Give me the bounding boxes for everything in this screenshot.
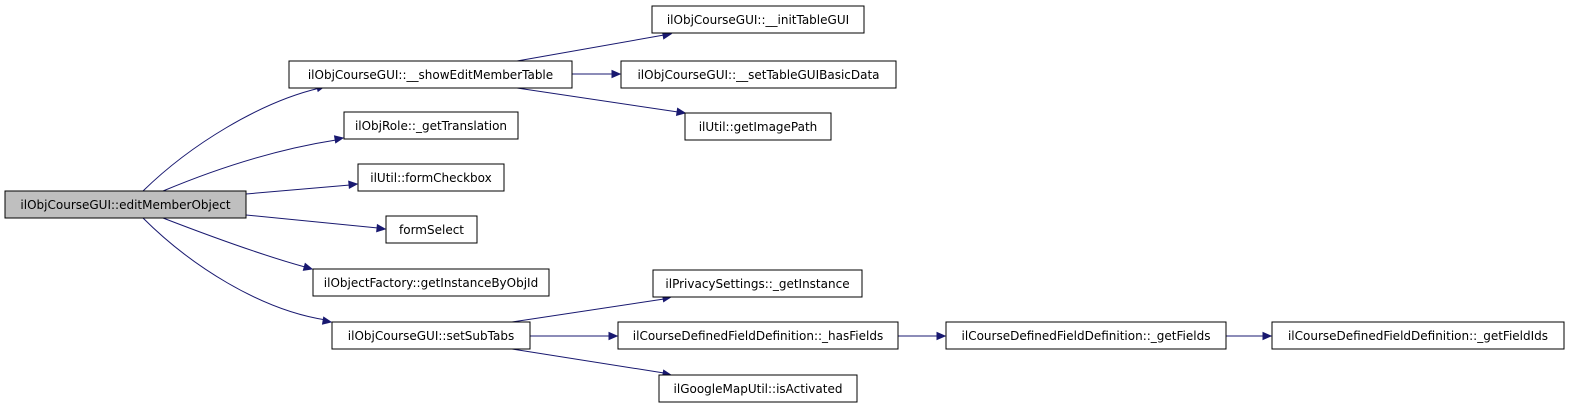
edge-edit-member-object-to-form-select [245, 214, 387, 233]
edge-show-edit-member-table-to-init-table-gui [516, 31, 673, 62]
node-label: ilObjCourseGUI::__showEditMemberTable [308, 68, 553, 82]
node-has-fields[interactable]: ilCourseDefinedFieldDefinition::_hasFiel… [617, 321, 899, 350]
arrowhead [302, 262, 314, 271]
node-get-translation[interactable]: ilObjRole::_getTranslation [343, 111, 519, 140]
node-label: ilObjectFactory::getInstanceByObjId [324, 276, 538, 290]
node-label: ilObjCourseGUI::setSubTabs [348, 329, 514, 343]
arrowhead [936, 331, 947, 341]
arrowhead [675, 107, 687, 116]
edge-set-sub-tabs-to-privacy-get-instance [511, 294, 673, 323]
edge-edit-member-object-to-set-sub-tabs [142, 217, 333, 325]
arrowhead [376, 223, 387, 233]
edges-layer [142, 31, 1273, 378]
edge-edit-member-object-to-form-checkbox [245, 180, 359, 195]
node-form-select[interactable]: formSelect [385, 215, 478, 244]
node-init-table-gui[interactable]: ilObjCourseGUI::__initTableGUI [651, 5, 865, 34]
node-label: ilObjCourseGUI::__setTableGUIBasicData [637, 68, 879, 82]
arrowhead [333, 135, 345, 144]
node-show-edit-member-table[interactable]: ilObjCourseGUI::__showEditMemberTable [288, 60, 573, 89]
node-label: ilCourseDefinedFieldDefinition::_getFiel… [1288, 329, 1548, 343]
arrowhead [348, 180, 359, 190]
node-label: formSelect [399, 223, 464, 237]
edge-edit-member-object-to-get-instance-by-obj-id [162, 217, 314, 271]
node-get-fields[interactable]: ilCourseDefinedFieldDefinition::_getFiel… [945, 321, 1227, 350]
arrowhead [611, 69, 622, 79]
node-label: ilCourseDefinedFieldDefinition::_getFiel… [962, 329, 1211, 343]
node-is-activated[interactable]: ilGoogleMapUtil::isActivated [658, 374, 858, 403]
node-get-field-ids[interactable]: ilCourseDefinedFieldDefinition::_getFiel… [1271, 321, 1565, 350]
node-label: ilPrivacySettings::_getInstance [665, 277, 849, 291]
node-label: ilCourseDefinedFieldDefinition::_hasFiel… [633, 329, 883, 343]
node-edit-member-object[interactable]: ilObjCourseGUI::editMemberObject [4, 190, 247, 219]
edge-edit-member-object-to-get-translation [162, 135, 345, 192]
edge-show-edit-member-table-to-set-table-gui-basic-data [572, 69, 622, 79]
node-set-sub-tabs[interactable]: ilObjCourseGUI::setSubTabs [331, 321, 531, 350]
edge-set-sub-tabs-to-has-fields [530, 331, 619, 341]
node-set-table-gui-basic-data[interactable]: ilObjCourseGUI::__setTableGUIBasicData [620, 60, 897, 89]
edge-has-fields-to-get-fields [898, 331, 947, 341]
node-form-checkbox[interactable]: ilUtil::formCheckbox [357, 163, 505, 192]
node-label: ilObjRole::_getTranslation [355, 119, 507, 133]
edge-set-sub-tabs-to-is-activated [511, 348, 673, 378]
node-label: ilUtil::getImagePath [699, 120, 818, 134]
arrowhead [1262, 331, 1273, 341]
node-label: ilObjCourseGUI::editMemberObject [20, 198, 230, 212]
arrowhead [608, 331, 619, 341]
edge-show-edit-member-table-to-get-image-path [516, 87, 687, 116]
node-privacy-get-instance[interactable]: ilPrivacySettings::_getInstance [652, 269, 863, 298]
edge-get-fields-to-get-field-ids [1226, 331, 1273, 341]
node-get-image-path[interactable]: ilUtil::getImagePath [684, 112, 832, 141]
node-label: ilGoogleMapUtil::isActivated [674, 382, 843, 396]
node-label: ilObjCourseGUI::__initTableGUI [667, 13, 849, 27]
arrowhead [321, 316, 333, 325]
node-get-instance-by-obj-id[interactable]: ilObjectFactory::getInstanceByObjId [312, 268, 550, 297]
edge-edit-member-object-to-show-edit-member-table [142, 83, 327, 192]
node-label: ilUtil::formCheckbox [370, 171, 492, 185]
